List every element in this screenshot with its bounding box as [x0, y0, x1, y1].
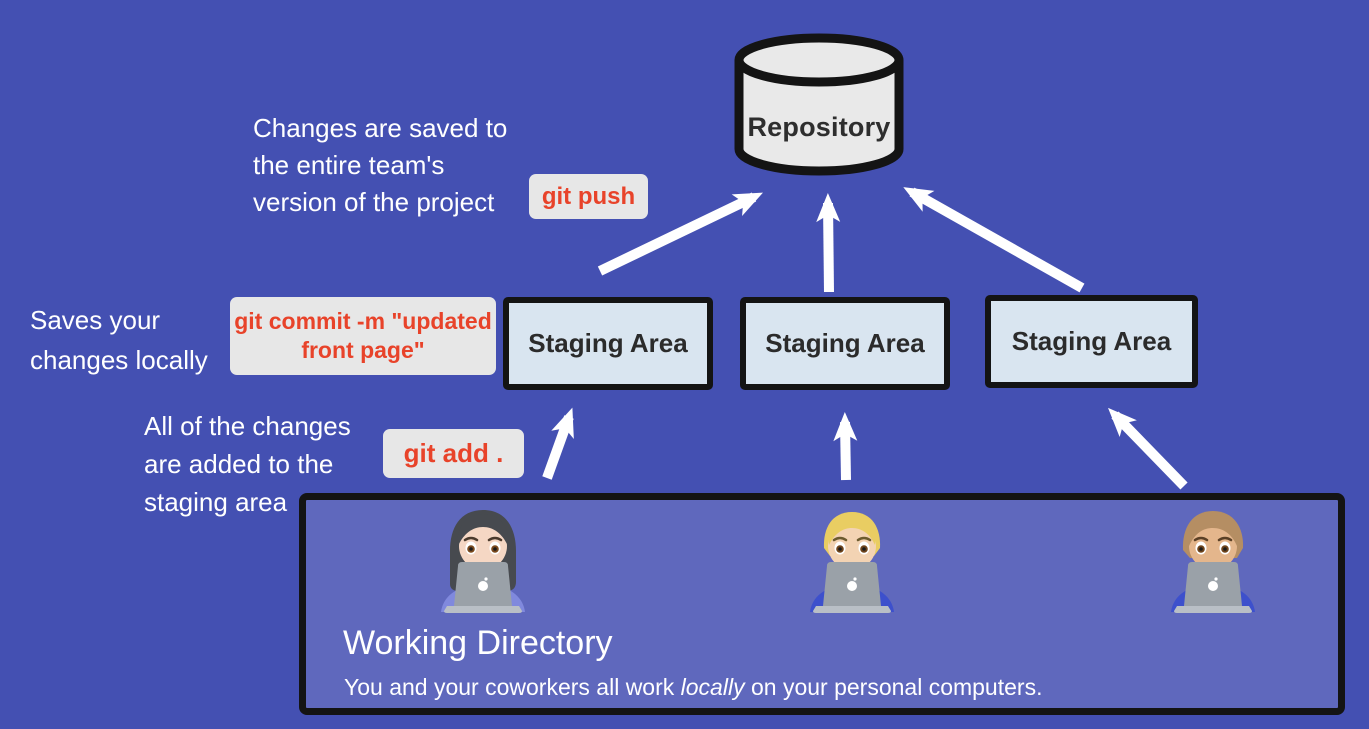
database-cylinder-icon: [734, 33, 904, 176]
arrow-workdir-to-staging3: [1108, 407, 1188, 490]
arrow-staging2-to-repo: [816, 193, 841, 293]
note-line: the entire team's: [253, 150, 445, 180]
staging-area-label: Staging Area: [1011, 326, 1172, 356]
note-line: are added to the: [144, 449, 334, 479]
note-line: changes locally: [30, 345, 208, 375]
staging-area-label: Staging Area: [765, 328, 925, 358]
note-line: staging area: [144, 487, 288, 517]
note-line: Changes are saved to: [253, 113, 508, 143]
git-commit-command-badge: git commit -m "updated front page": [230, 297, 496, 375]
woman-technologist-icon: [441, 510, 525, 613]
working-directory-subtitle: You and your coworkers all work locally …: [344, 674, 1042, 701]
repository-node: Repository: [729, 30, 909, 180]
staging-area-label: Staging Area: [528, 328, 688, 358]
staging-area-box-2: Staging Area: [740, 297, 950, 390]
arrow-workdir-to-staging2: [833, 412, 858, 481]
command-text: git commit -m "updated: [234, 308, 492, 334]
command-text: front page": [301, 337, 425, 363]
subtitle-text: on your personal computers.: [744, 674, 1043, 700]
staging-area-box-1: Staging Area: [503, 297, 713, 390]
staging-area-box-3: Staging Area: [985, 295, 1198, 388]
subtitle-text: You and your coworkers all work: [344, 674, 681, 700]
git-push-command-badge: git push: [529, 174, 648, 219]
arrow-staging3-to-repo: [903, 187, 1085, 293]
subtitle-italic-word: locally: [680, 674, 745, 700]
note-line: version of the project: [253, 187, 495, 217]
blond-man-technologist-icon: [810, 512, 894, 613]
person-technologist-icon: [1171, 511, 1255, 613]
note-line: Saves your: [30, 305, 161, 335]
command-text: git add .: [403, 438, 504, 468]
push-annotation: Changes are saved to the entire team's v…: [253, 110, 507, 221]
working-directory-title: Working Directory: [343, 624, 613, 662]
command-text: git push: [541, 182, 636, 210]
commit-annotation: Saves your changes locally: [30, 300, 208, 380]
repository-label: Repository: [747, 112, 891, 142]
note-line: All of the changes: [144, 411, 351, 441]
arrow-workdir-to-staging1: [542, 407, 574, 480]
add-annotation: All of the changes are added to the stag…: [144, 407, 351, 521]
git-add-command-badge: git add .: [383, 429, 524, 478]
